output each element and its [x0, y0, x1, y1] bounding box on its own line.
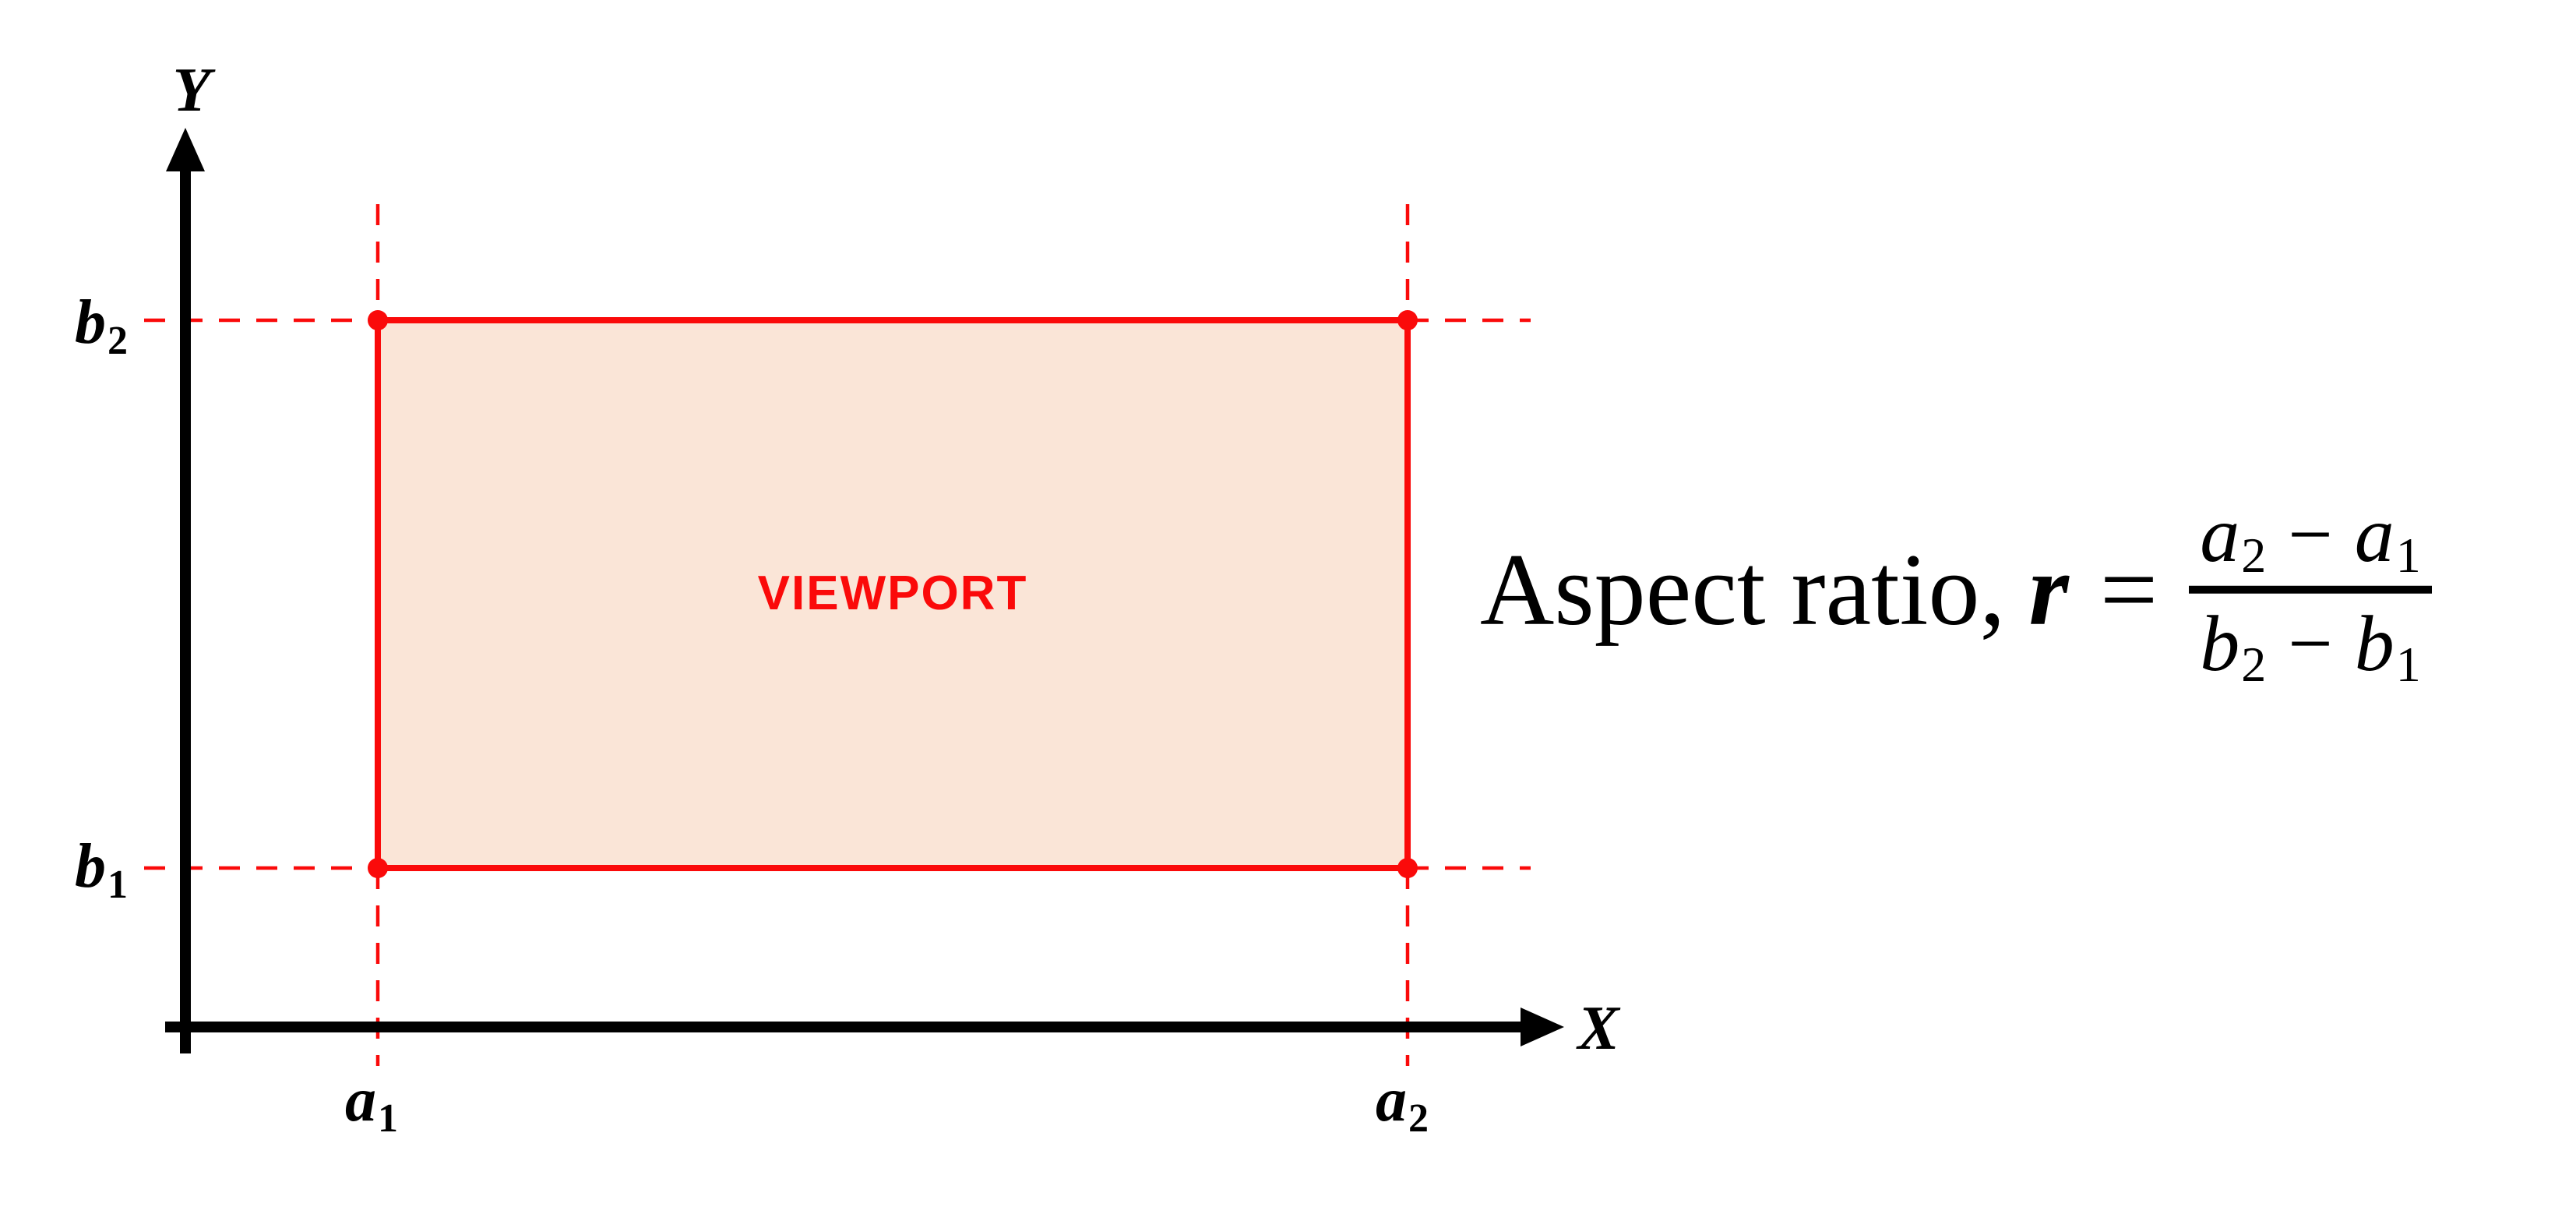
- label-a2-subscript: 2: [1408, 1096, 1429, 1142]
- x-axis-arrowhead-icon: [1521, 1008, 1564, 1046]
- denominator-second-term: b: [2354, 600, 2395, 688]
- label-b1-subscript: 1: [107, 863, 128, 908]
- corner-dot-top-left: [368, 310, 388, 330]
- formula-fraction: a2−a1 b2−b1: [2189, 490, 2432, 693]
- formula-variable: r: [2028, 532, 2069, 647]
- numerator-second-term: a: [2354, 490, 2395, 579]
- numerator-first-term: a: [2200, 490, 2240, 579]
- numerator-first-subscript: 2: [2241, 527, 2267, 583]
- viewport-rectangle: [375, 317, 1411, 871]
- corner-dot-bottom-right: [1397, 858, 1418, 878]
- corner-dot-top-right: [1397, 310, 1418, 330]
- label-b2-base: b: [75, 288, 106, 357]
- label-a2: a2: [1376, 1069, 1429, 1139]
- formula-equals-sign: =: [2099, 532, 2158, 647]
- y-axis-label: Y: [172, 56, 211, 125]
- denominator-first-term: b: [2200, 600, 2240, 688]
- label-b2: b2: [75, 288, 128, 362]
- numerator-second-subscript: 1: [2395, 527, 2421, 583]
- label-a2-base: a: [1376, 1066, 1407, 1135]
- formula-numerator: a2−a1: [2189, 490, 2432, 583]
- denominator-first-subscript: 2: [2241, 637, 2267, 693]
- x-axis-label: X: [1577, 994, 1619, 1063]
- denominator-second-subscript: 1: [2395, 637, 2421, 693]
- corner-dot-bottom-left: [368, 858, 388, 878]
- formula-denominator: b2−b1: [2189, 600, 2432, 693]
- formula-prefix: Aspect ratio,: [1480, 532, 2006, 647]
- aspect-ratio-formula: Aspect ratio, r = a2−a1 b2−b1: [1480, 490, 2432, 693]
- label-b1: b1: [75, 832, 128, 905]
- label-a1: a1: [345, 1069, 398, 1139]
- viewport-label: VIEWPORT: [757, 566, 1028, 620]
- y-axis-arrowhead-icon: [166, 128, 205, 171]
- numerator-minus-sign: −: [2288, 490, 2333, 579]
- label-b1-base: b: [75, 832, 106, 901]
- label-b2-subscript: 2: [107, 319, 128, 364]
- denominator-minus-sign: −: [2288, 600, 2333, 688]
- label-a1-subscript: 1: [378, 1096, 398, 1142]
- label-a1-base: a: [345, 1066, 376, 1135]
- fraction-bar: [2189, 586, 2432, 594]
